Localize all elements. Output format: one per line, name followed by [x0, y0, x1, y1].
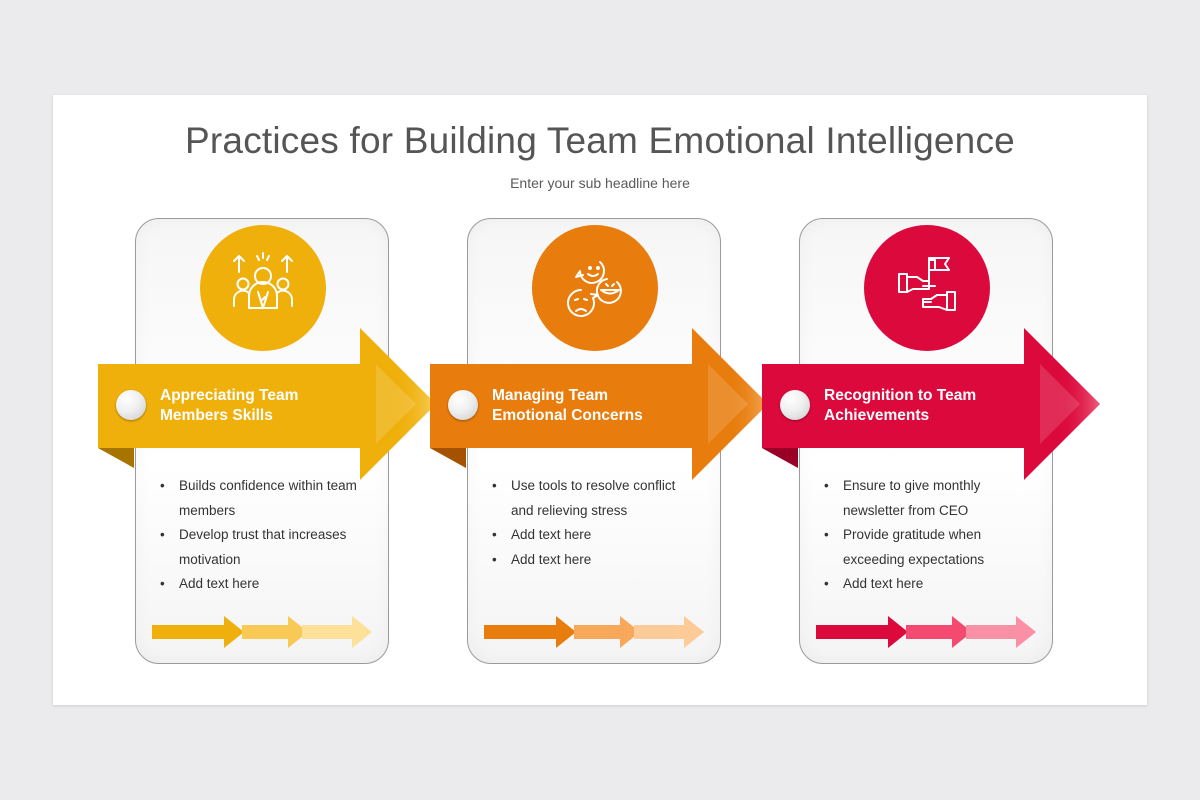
step-marker-1: [116, 390, 146, 420]
step-1-bullets: Builds confidence within team members De…: [158, 474, 358, 597]
step-arrow-3: Recognition to Team Achievements: [762, 328, 1102, 480]
bullet-item: Add text here: [158, 572, 358, 597]
teamwork-flag-icon: [864, 225, 990, 351]
step-label-1: Appreciating Team Members Skills: [160, 387, 299, 424]
bullet-item: Add text here: [490, 548, 690, 573]
bullet-item: Ensure to give monthly newsletter from C…: [822, 474, 1022, 523]
mini-arrows-2: [484, 616, 704, 648]
slide-subtitle: Enter your sub headline here: [510, 175, 690, 191]
slide-title: Practices for Building Team Emotional In…: [185, 120, 1015, 161]
step-2-bullets: Use tools to resolve conflict and reliev…: [490, 474, 690, 572]
bullet-item: Add text here: [490, 523, 690, 548]
emotion-faces-icon: [532, 225, 658, 351]
team-growth-icon: [200, 225, 326, 351]
bullet-item: Use tools to resolve conflict and reliev…: [490, 474, 690, 523]
bullet-item: Add text here: [822, 572, 1022, 597]
bullet-item: Provide gratitude when exceeding expecta…: [822, 523, 1022, 572]
step-arrow-1: Appreciating Team Members Skills: [98, 328, 438, 480]
step-marker-2: [448, 390, 478, 420]
step-label-3: Recognition to Team Achievements: [824, 387, 977, 424]
step-arrow-2: Managing Team Emotional Concerns: [430, 328, 770, 480]
bullet-item: Builds confidence within team members: [158, 474, 358, 523]
bullet-item: Develop trust that increases motivation: [158, 523, 358, 572]
step-label-2: Managing Team Emotional Concerns: [492, 387, 643, 424]
mini-arrows-1: [152, 616, 372, 648]
step-3-bullets: Ensure to give monthly newsletter from C…: [822, 474, 1022, 597]
mini-arrows-3: [816, 616, 1036, 648]
step-marker-3: [780, 390, 810, 420]
